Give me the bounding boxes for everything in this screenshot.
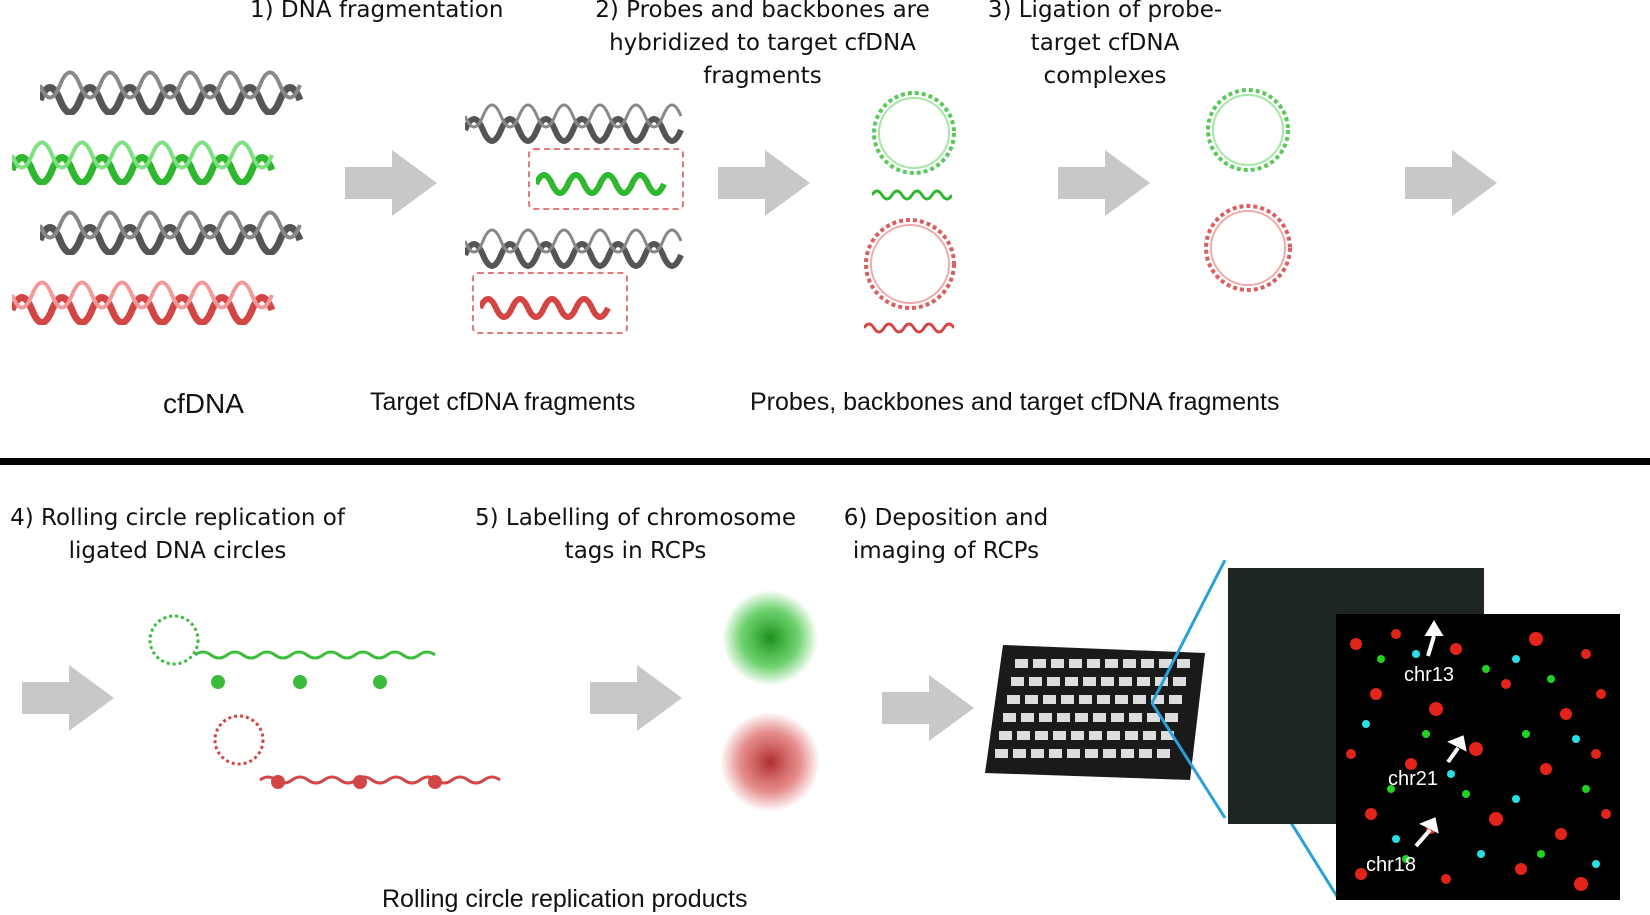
step-2-label: 2) Probes and backbones are hybridized t…	[590, 0, 935, 93]
labelled-green-rcp	[722, 590, 818, 686]
section-divider	[0, 458, 1650, 465]
label-chr18: chr18	[1366, 854, 1417, 876]
target-red-box	[472, 272, 628, 334]
step-2-line-2: hybridized to target cfDNA	[609, 30, 916, 56]
rcp-green-product	[148, 614, 436, 689]
arrow-right-icon-7	[882, 675, 974, 741]
target-gray-helix-1	[465, 103, 684, 144]
step-4-line-1: 4) Rolling circle replication of	[10, 505, 345, 531]
arrow-right-icon-6	[590, 665, 682, 731]
backbone-red-helix	[864, 322, 954, 334]
target-green-helix	[536, 172, 667, 196]
probe-green-circle	[872, 91, 956, 175]
step-3-label: 3) Ligation of probe- target cfDNA compl…	[985, 0, 1225, 93]
target-gray-helix-2	[465, 228, 684, 269]
probe-red-circle	[864, 218, 956, 310]
step-1-label: 1) DNA fragmentation	[250, 0, 503, 27]
target-red-helix	[480, 296, 611, 320]
step-4-line-2: ligated DNA circles	[68, 538, 287, 564]
step-5-line-1: 5) Labelling of chromosome	[474, 505, 797, 531]
target-green-box	[528, 148, 684, 210]
step-3-line-2: target cfDNA	[1030, 30, 1180, 56]
step-1-text: 1) DNA fragmentation	[250, 0, 504, 23]
step-5-line-2: tags in RCPs	[564, 538, 707, 564]
ligated-red-circle	[1204, 204, 1292, 292]
step-6-line-2: imaging of RCPs	[852, 538, 1040, 564]
step-2-line-3: fragments	[703, 63, 822, 89]
step-6-line-1: 6) Deposition and	[843, 505, 1049, 531]
label-chr13: chr13	[1404, 664, 1455, 686]
step-3-line-3: complexes	[1043, 63, 1167, 89]
step-6-label: 6) Deposition and imaging of RCPs	[836, 502, 1056, 568]
cfdna-red-helix	[12, 280, 276, 325]
step-3-line-1: 3) Ligation of probe-	[987, 0, 1223, 23]
arrow-right-icon-2	[718, 150, 810, 216]
arrow-right-icon-5	[22, 665, 114, 731]
arrow-right-icon-4	[1405, 150, 1497, 216]
caption-rcp: Rolling circle replication products	[382, 885, 748, 913]
microscopy-spots	[1346, 620, 1611, 891]
labelled-red-rcp	[720, 712, 820, 812]
arrow-right-icon-1	[345, 150, 437, 216]
caption-cfdna: cfDNA	[163, 388, 244, 419]
step-2-line-1: 2) Probes and backbones are	[595, 0, 930, 23]
cfdna-gray-helix-2	[40, 210, 304, 255]
caption-probes: Probes, backbones and target cfDNA fragm…	[750, 388, 1280, 416]
microplate-image	[985, 645, 1205, 780]
arrow-right-icon-3	[1058, 150, 1150, 216]
cfdna-gray-helix-1	[40, 70, 304, 115]
step-4-label: 4) Rolling circle replication of ligated…	[0, 502, 355, 568]
microscopy-zoom-image: chr13 chr21 chr18	[1336, 614, 1620, 900]
ligated-green-circle	[1206, 88, 1290, 172]
step-5-label: 5) Labelling of chromosome tags in RCPs	[468, 502, 803, 568]
label-chr21: chr21	[1388, 768, 1439, 790]
rcp-red-product	[213, 714, 501, 789]
cfdna-green-helix	[12, 140, 276, 185]
backbone-green-helix	[872, 189, 952, 201]
caption-target-fragments: Target cfDNA fragments	[370, 388, 636, 416]
